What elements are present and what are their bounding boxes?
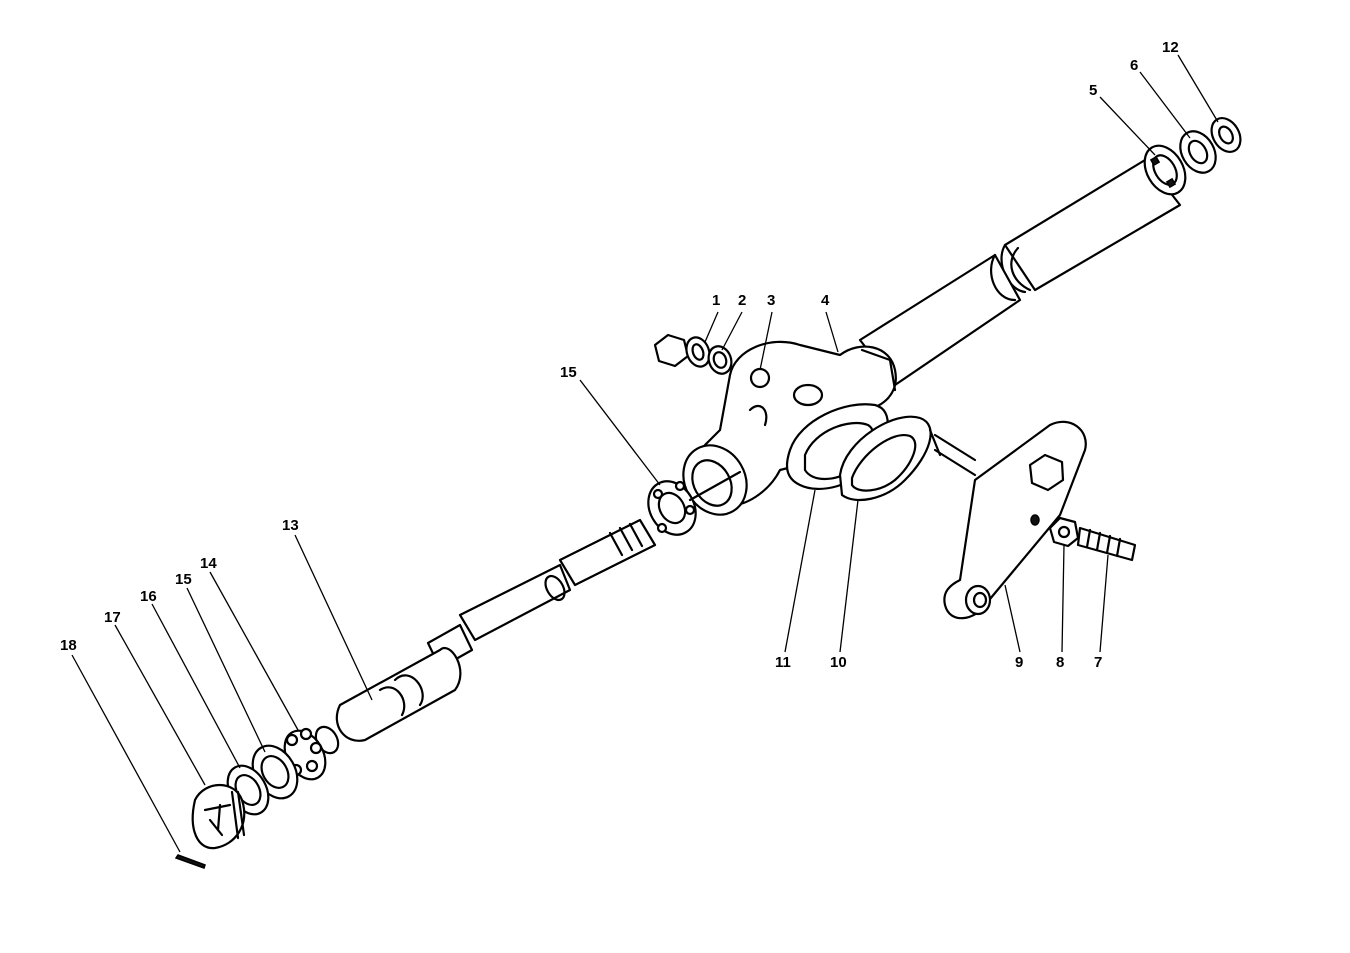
- adjusting-screw: [1030, 514, 1137, 562]
- callout-9: 9: [1015, 654, 1023, 671]
- steering-box-housing: [682, 340, 897, 516]
- callout-12: 12: [1162, 39, 1179, 56]
- callout-16: 16: [140, 588, 157, 605]
- callout-11: 11: [775, 654, 791, 671]
- callout-17: 17: [104, 609, 121, 626]
- callout-4: 4: [821, 292, 830, 309]
- callout-15-lower: 15: [175, 571, 192, 588]
- callout-13: 13: [282, 517, 299, 534]
- callout-2: 2: [738, 292, 746, 309]
- callout-1: 1: [712, 292, 720, 309]
- column-tube: [858, 158, 1182, 387]
- worm-shaft: [314, 518, 657, 755]
- callout-18: 18: [60, 637, 77, 654]
- shims-and-gasket: [785, 403, 932, 502]
- callout-labels: 1 2 3 4 5 6 12 15 13 14 15 16 17 18 11 1…: [60, 39, 1179, 671]
- pitman-arm: [928, 420, 1087, 620]
- callout-14: 14: [200, 555, 217, 572]
- leader-lines: [71, 54, 1219, 853]
- callout-10: 10: [830, 654, 847, 671]
- lower-bearing-assembly: [174, 727, 327, 869]
- callout-7: 7: [1094, 654, 1102, 671]
- callout-8: 8: [1056, 654, 1064, 671]
- upper-ball-bearing: [647, 470, 742, 536]
- callout-15-upper: 15: [560, 364, 577, 381]
- callout-5: 5: [1089, 82, 1097, 99]
- callout-6: 6: [1130, 57, 1138, 74]
- callout-3: 3: [767, 292, 775, 309]
- nut-and-washer: [653, 333, 733, 375]
